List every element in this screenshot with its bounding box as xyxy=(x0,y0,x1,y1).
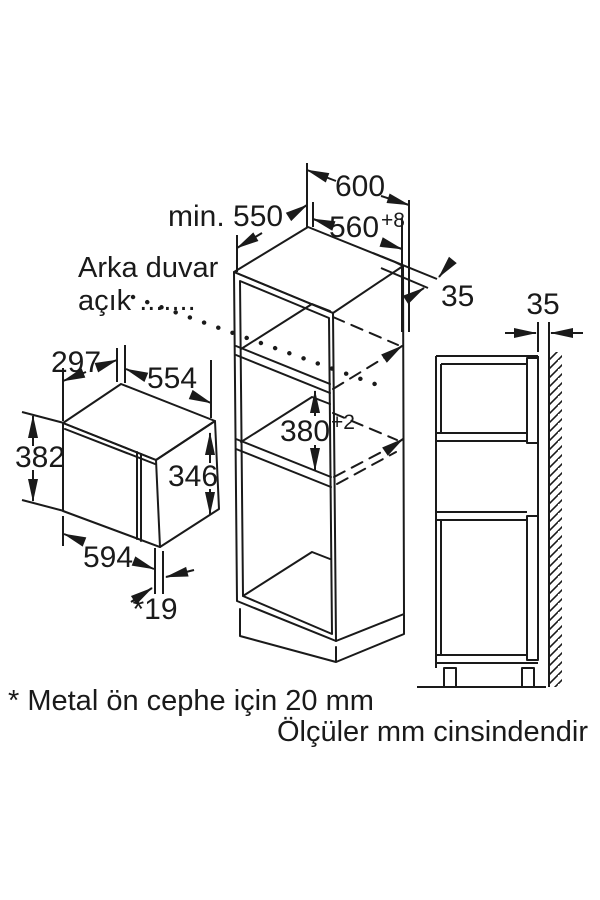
dim-wall-gap-group xyxy=(505,322,583,352)
dim-back-gap: 35 xyxy=(441,280,474,313)
dim-depth-min-group xyxy=(236,204,308,272)
dim-mw-depth: 297 xyxy=(51,346,101,379)
dim-back-gap-group xyxy=(372,252,457,305)
dim-mw-top-width: 554 xyxy=(147,362,197,395)
dim-mw-width: 594 xyxy=(83,541,133,574)
side-view-lower-appliance xyxy=(526,515,539,661)
wall-hatching xyxy=(549,352,562,687)
microwave-front-face xyxy=(62,422,161,548)
dim-mw-depth-group xyxy=(62,348,118,421)
dim-depth-min: min. 550 xyxy=(168,200,283,233)
units-note: Ölçüler mm cinsindendir xyxy=(277,716,588,748)
dim-mw-height: 382 xyxy=(15,441,65,474)
side-view-foot-right xyxy=(521,667,535,688)
side-view-lower-compartment xyxy=(436,511,538,664)
cabinet-front-face xyxy=(233,271,337,642)
microwave-side-face xyxy=(155,420,220,548)
side-view-upper-compartment xyxy=(436,363,527,442)
dim-mw-door-depth: *19 xyxy=(132,593,177,626)
cabinet-interior-lines xyxy=(240,303,331,597)
dim-mw-width-group xyxy=(62,516,164,594)
dim-niche-width-tolerance: +8 xyxy=(381,209,405,232)
side-view-foot-left xyxy=(443,667,457,688)
microwave-top-face xyxy=(62,383,216,461)
cabinet-plinth xyxy=(239,608,405,663)
cabinet-shelf-1 xyxy=(235,345,331,394)
back-wall-leader-dots xyxy=(130,294,389,391)
side-view-upper-appliance xyxy=(526,357,539,444)
dim-niche-width: 560 xyxy=(329,211,379,244)
cabinet-front-inner-frame xyxy=(239,280,333,635)
dim-niche-height: 380 xyxy=(280,415,330,448)
dim-cabinet-width: 600 xyxy=(335,170,385,203)
back-wall-note-line2: açık ....... xyxy=(78,285,196,317)
niche-open-back-arrows xyxy=(332,316,404,485)
dim-mw-top-width-group xyxy=(124,345,212,418)
microwave-isometric xyxy=(62,383,220,548)
dim-niche-height-tolerance: +2 xyxy=(331,411,355,434)
back-wall-note-line1: Arka duvar xyxy=(78,252,219,284)
footnote-metal-front: * Metal ön cephe için 20 mm xyxy=(8,685,374,717)
dim-mw-door-depth-group xyxy=(130,566,195,605)
dim-mw-height-group xyxy=(21,411,65,512)
dim-niche-width-group xyxy=(312,202,403,250)
cabinet-isometric xyxy=(130,226,405,663)
microwave-door-edge xyxy=(136,451,142,542)
dim-wall-gap: 35 xyxy=(526,288,559,321)
dim-mw-side-height: 346 xyxy=(168,460,218,493)
side-view xyxy=(417,352,562,688)
